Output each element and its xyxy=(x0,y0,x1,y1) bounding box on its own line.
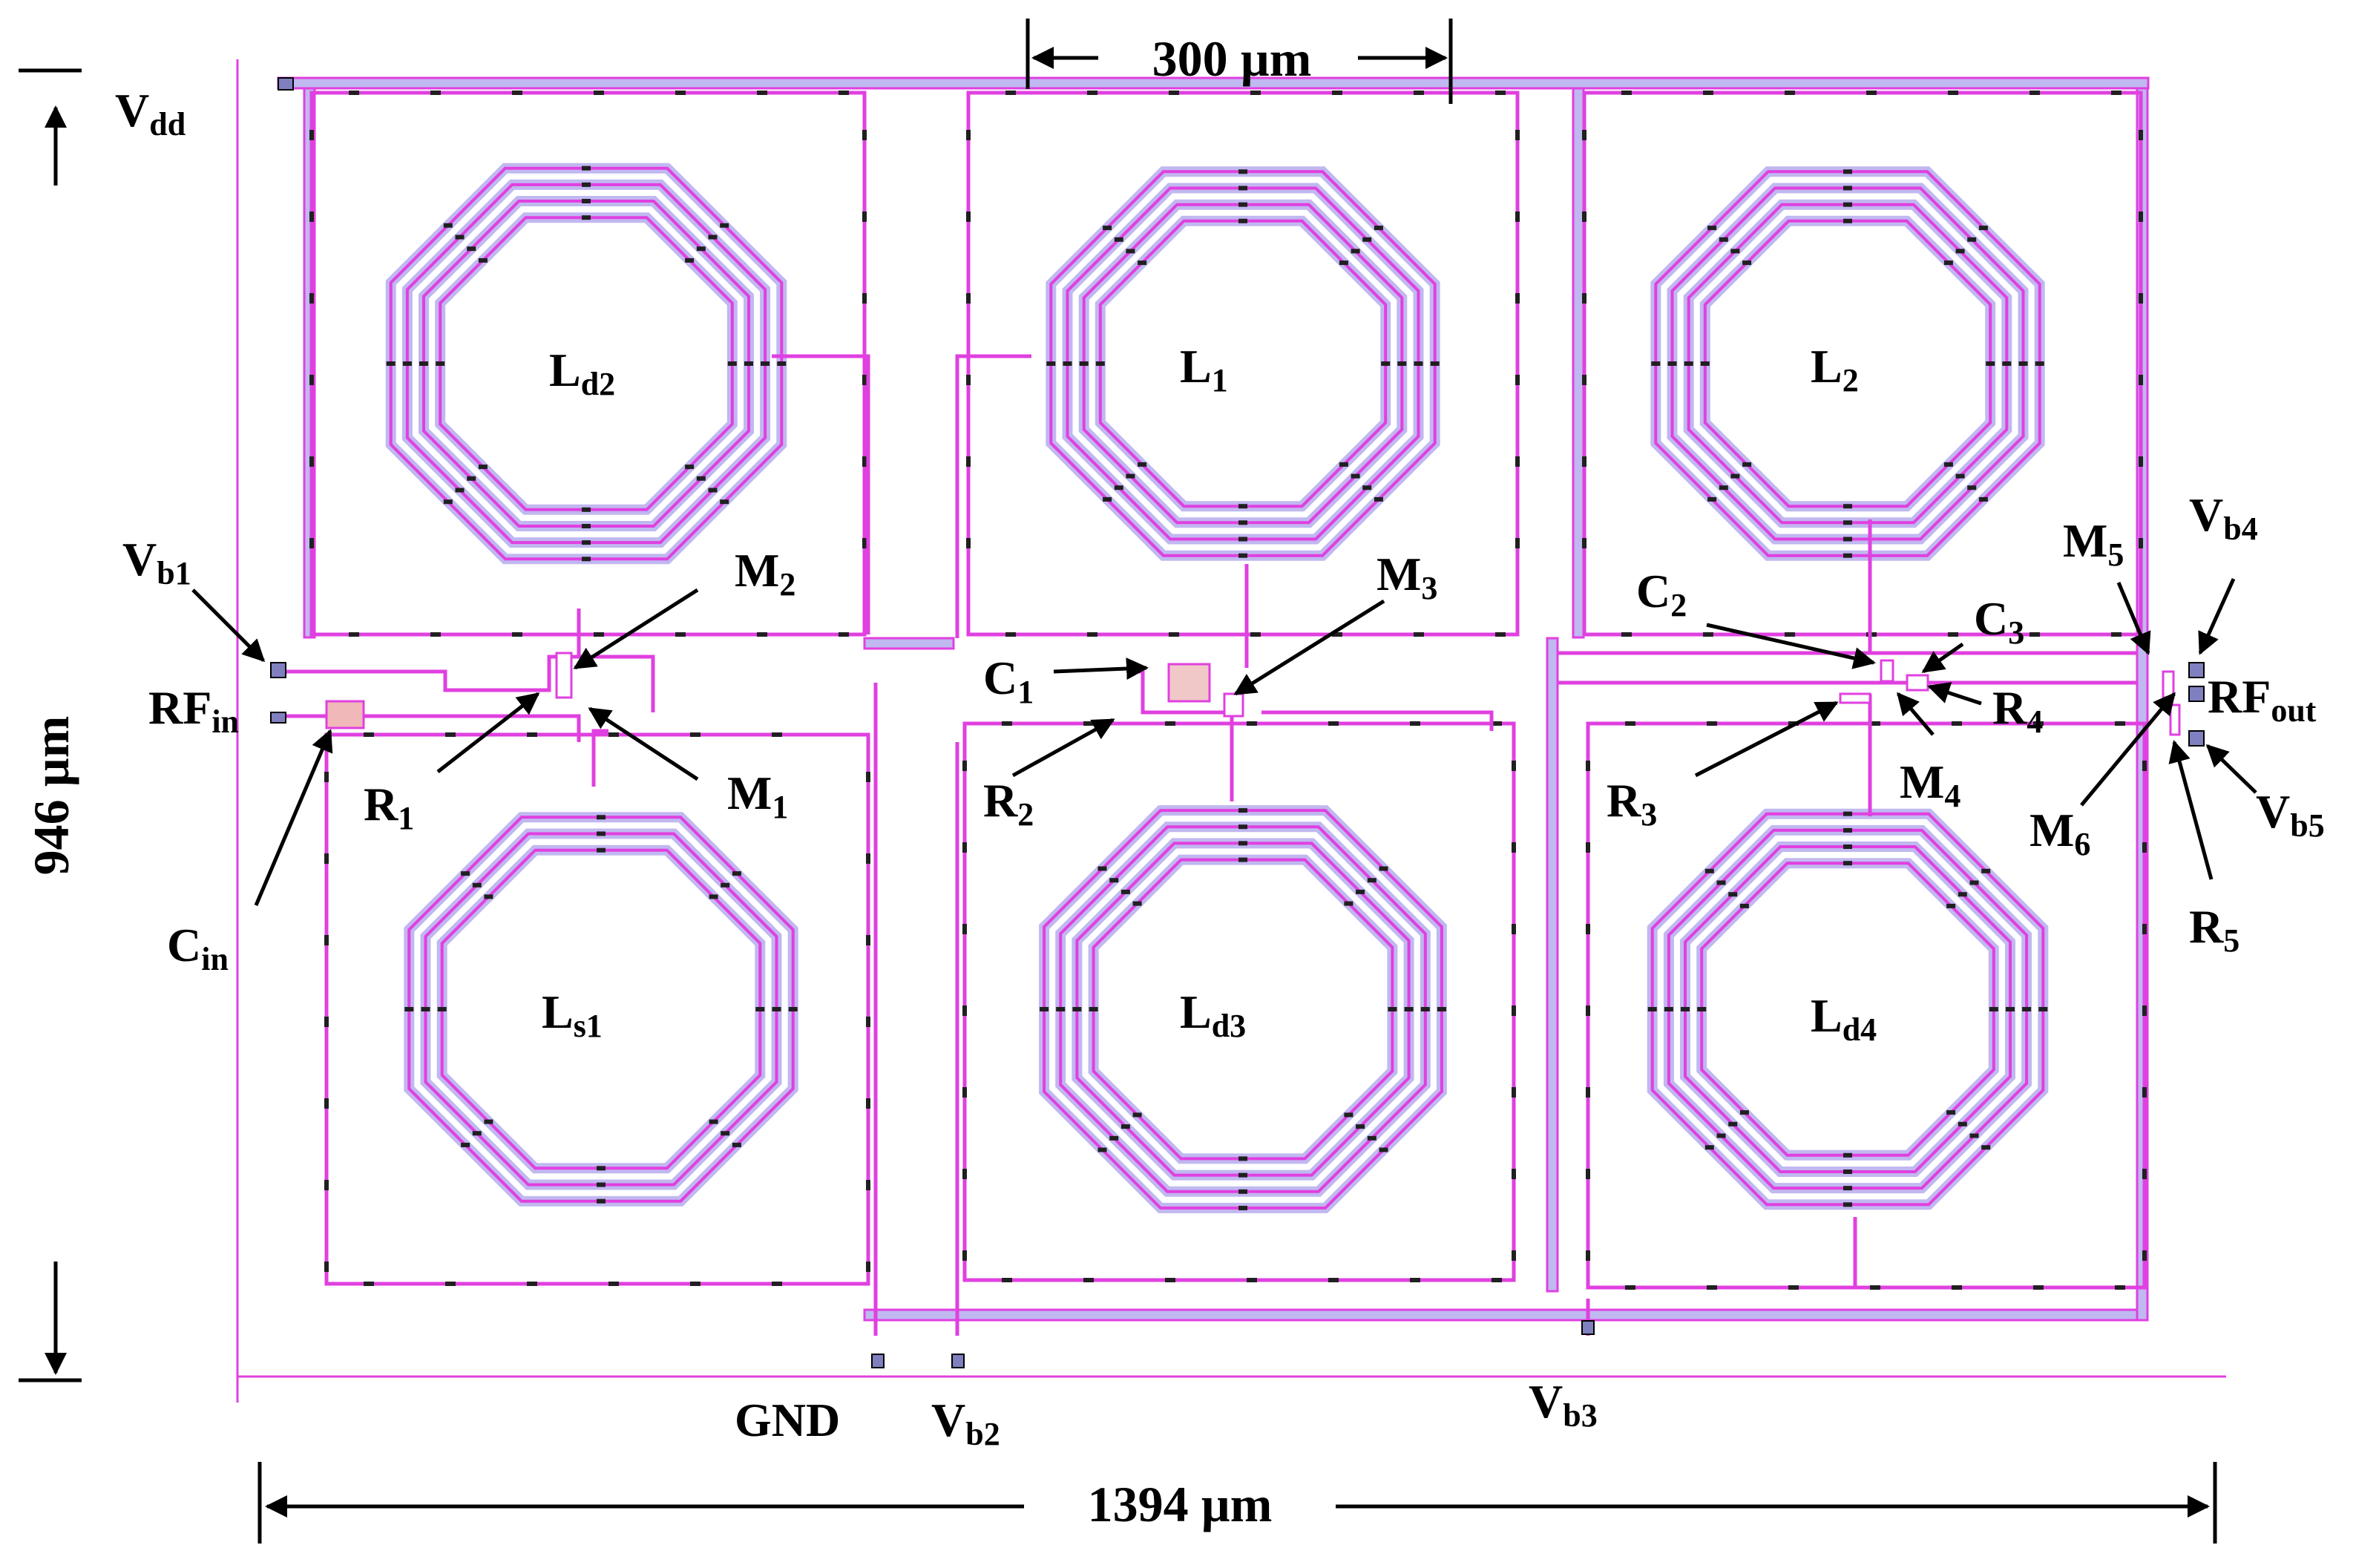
m4-arrow xyxy=(1897,692,1935,736)
comp-label-m1: M1 xyxy=(727,767,788,825)
ground-frames xyxy=(309,91,2147,1290)
vb5-arrow xyxy=(2205,744,2257,794)
inductor-label-ld4: Ld4 xyxy=(1811,989,1877,1048)
comp-label-m2: M2 xyxy=(735,544,795,603)
r4-arrow xyxy=(1927,682,1982,706)
chip-boundary xyxy=(236,59,2226,1403)
inductor-label-l1: L1 xyxy=(1180,340,1228,398)
comp-label-c1: C1 xyxy=(983,652,1034,710)
leader-arrows xyxy=(191,577,2257,906)
c3-arrow xyxy=(1921,642,1964,674)
comp-label-m6: M6 xyxy=(2029,804,2090,862)
comp-label-r2: R2 xyxy=(983,774,1034,833)
m2-transistor xyxy=(555,652,573,699)
r5-resistor xyxy=(2169,703,2181,736)
inductor-label-ls1: Ls1 xyxy=(542,985,603,1044)
m5-transistor xyxy=(2162,670,2175,699)
inductor-l1 xyxy=(1046,166,1440,561)
r5-arrow xyxy=(2168,740,2214,880)
r2-arrow xyxy=(1011,718,1115,778)
comp-label-m4: M4 xyxy=(1900,755,1960,814)
pin-label-vb2: Vb2 xyxy=(931,1394,1000,1452)
m5-arrow xyxy=(2116,582,2151,655)
inductor-ls1 xyxy=(404,812,798,1207)
vb4-arrow xyxy=(2198,577,2236,655)
pin-label-gnd: GND xyxy=(735,1394,840,1446)
m3-arrow xyxy=(1233,599,1385,696)
dimension-markers xyxy=(19,19,2217,1544)
comp-label-c3: C3 xyxy=(1974,592,2024,651)
m2-arrow xyxy=(573,588,699,670)
m6-arrow xyxy=(2080,692,2176,807)
c3-capacitor xyxy=(1906,674,1929,692)
m1-arrow xyxy=(588,706,699,781)
inductor-label-ld2: Ld2 xyxy=(549,344,615,402)
pin-label-vb5: Vb5 xyxy=(2256,785,2325,844)
vb1-arrow xyxy=(191,588,266,663)
pin-label-rfout: RFout xyxy=(2208,670,2317,729)
comp-label-cin: Cin xyxy=(167,919,229,977)
comp-label-c2: C2 xyxy=(1636,565,1687,623)
supply-bus xyxy=(277,76,2150,1322)
comp-label-r4: R4 xyxy=(1992,681,2043,740)
height-label: 946 µm xyxy=(23,716,79,876)
inductor-ld2 xyxy=(385,163,787,565)
c1-capacitor xyxy=(1167,663,1211,703)
inductor-coils xyxy=(309,91,2147,1290)
comp-label-r3: R3 xyxy=(1607,774,1657,833)
m3-transistor xyxy=(1223,692,1244,718)
bond-pads xyxy=(270,77,2205,1368)
scale-label: 300 µm xyxy=(1152,30,1312,87)
inductor-label-l2: L2 xyxy=(1811,340,1859,398)
pin-label-vb1: Vb1 xyxy=(122,533,191,591)
comp-label-m3: M3 xyxy=(1376,548,1437,606)
pin-label-rfin: RFin xyxy=(148,681,239,740)
inductor-label-ld3: Ld3 xyxy=(1180,985,1246,1044)
cin-capacitor xyxy=(325,700,365,729)
c2-arrow xyxy=(1706,623,1876,669)
pin-label-vdd: Vdd xyxy=(115,84,186,142)
comp-label-r5: R5 xyxy=(2189,900,2239,959)
inductor-ld3 xyxy=(1039,805,1447,1213)
pin-label-vb4: Vb4 xyxy=(2189,488,2258,547)
r3-arrow xyxy=(1694,701,1839,778)
c2-capacitor xyxy=(1880,659,1894,683)
r1-arrow xyxy=(436,692,540,773)
comp-label-m5: M5 xyxy=(2063,514,2124,573)
width-label: 1394 µm xyxy=(1088,1476,1273,1532)
c1-arrow xyxy=(1053,657,1149,680)
pin-label-vb3: Vb3 xyxy=(1529,1375,1598,1434)
inductor-ld4 xyxy=(1647,808,2049,1210)
r3-resistor xyxy=(1839,692,1871,704)
comp-label-r1: R1 xyxy=(364,778,414,836)
active-devices xyxy=(325,652,2181,736)
cin-arrow xyxy=(254,729,333,906)
interconnect-traces xyxy=(275,354,2137,1336)
